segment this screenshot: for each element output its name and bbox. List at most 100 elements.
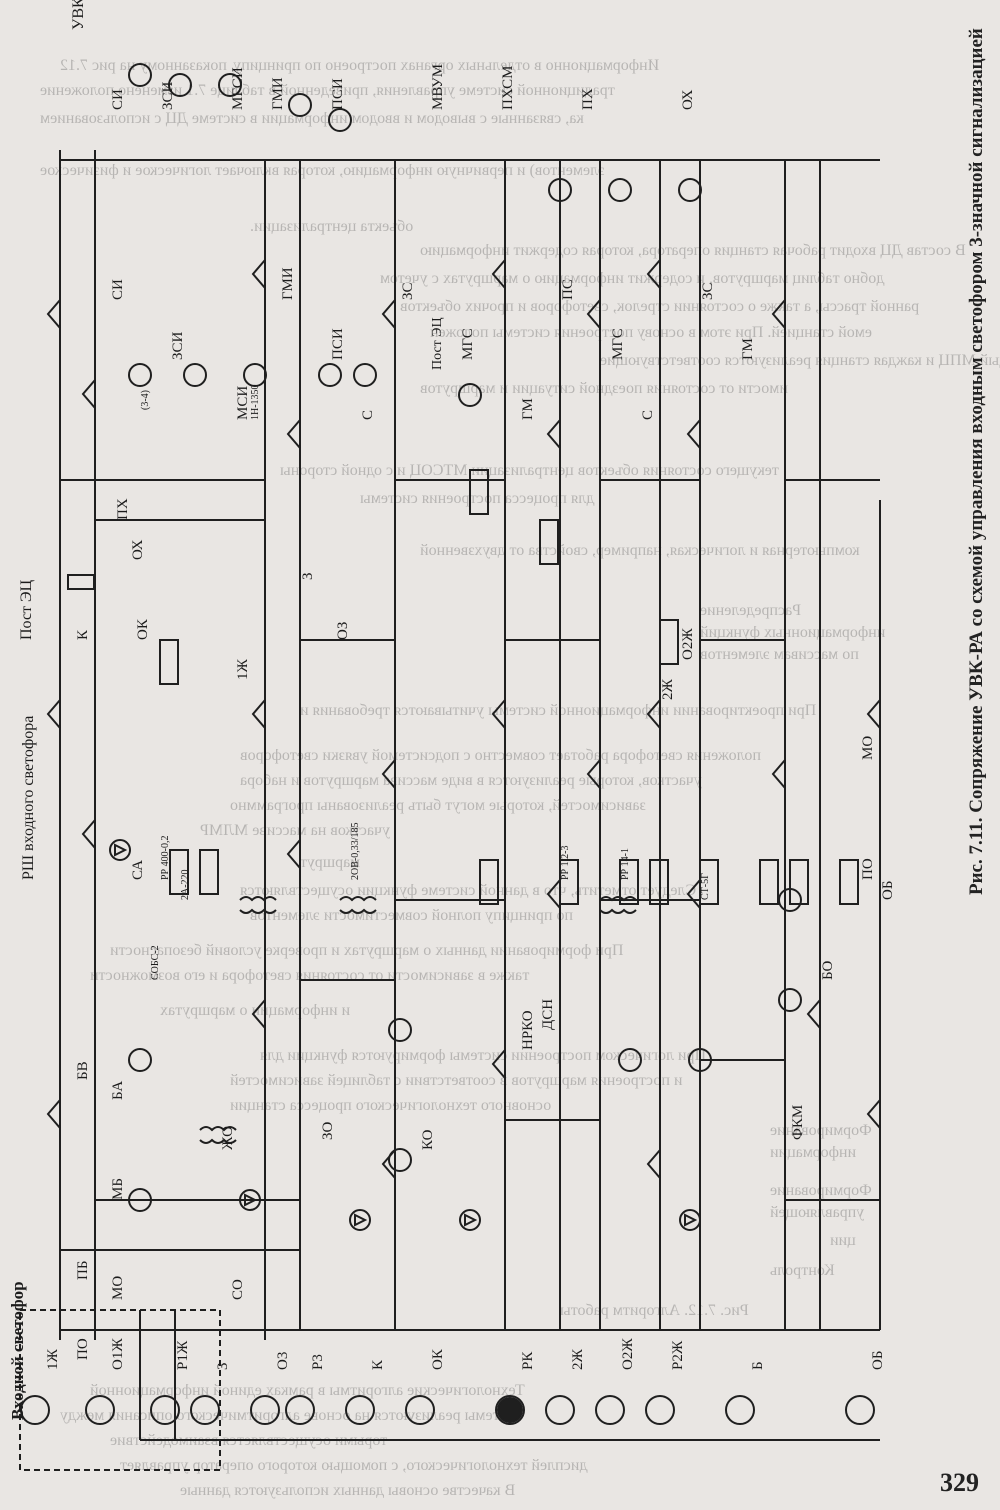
signal-lamp: [85, 1395, 115, 1425]
transformer-winding: [239, 896, 277, 902]
resistor: [759, 859, 779, 905]
relay-type-label: 2ОВ-0,33/185: [350, 822, 361, 881]
contact: [491, 259, 506, 289]
signal-lamp: [405, 1395, 435, 1425]
lamp-label: К: [370, 1359, 386, 1370]
relay-type-label: РР 400-0,2: [160, 835, 171, 880]
resistor: [169, 849, 189, 895]
resistor: [159, 639, 179, 685]
relay-label-left: ЗО: [320, 1121, 336, 1140]
relay-coil: [128, 63, 152, 87]
relay-label-mid: ПС: [560, 279, 576, 300]
resistor: [649, 859, 669, 905]
resistor: [539, 519, 559, 565]
lamp-label: 2Ж: [570, 1349, 586, 1370]
lamp-label: ОК: [430, 1349, 446, 1370]
post-ec-title: Пост ЭЦ: [18, 579, 35, 640]
resistor: [699, 859, 719, 905]
relay-label-mid: ГМ: [740, 338, 756, 360]
rsh-title: РШ входного светофора: [20, 715, 37, 880]
figure-caption-block: Рис. 7.11. Сопряжение УВК-РА со схемой у…: [962, 28, 1000, 900]
contact: [546, 419, 561, 449]
contact: [866, 1099, 881, 1129]
contact: [381, 299, 396, 329]
lamp-label: Р3: [310, 1354, 326, 1370]
relay-label-right: ФКМ: [790, 1104, 806, 1140]
relay-label-mid: С: [640, 409, 656, 420]
relay-coil: [328, 108, 352, 132]
contact: [251, 259, 266, 289]
contact: [251, 699, 266, 729]
diode: [679, 1209, 701, 1231]
relay-coil: [548, 178, 572, 202]
lamp-label: О3: [275, 1351, 291, 1370]
relay-label-mid: ЗСИ: [170, 331, 186, 360]
relay-label-right: 2Ж: [660, 679, 676, 700]
resistor: [619, 859, 639, 905]
relay-coil: [608, 178, 632, 202]
relay-label-right: 1Ж: [235, 659, 251, 680]
contact: [46, 699, 61, 729]
diode-arrow: [684, 1213, 698, 1227]
relay-type-label: РР 14-1: [620, 848, 631, 880]
relay-label-right: ОХ: [130, 539, 146, 561]
relay-label-mid: ЗС: [700, 282, 716, 300]
relay-label-top: ЗСИ: [160, 81, 176, 110]
relay-label-top: ОХ: [680, 89, 696, 111]
contact: [286, 839, 301, 869]
lamp-label: Р1Ж: [175, 1340, 191, 1370]
resistor: [839, 859, 859, 905]
lamp-label: Б: [750, 1361, 766, 1370]
signal-lamp: [545, 1395, 575, 1425]
transformer-winding: [239, 908, 277, 914]
relay-label-left: КО: [420, 1129, 436, 1150]
contact: [286, 419, 301, 449]
transformer-winding: [599, 908, 637, 914]
contact: [646, 1149, 661, 1179]
relay-coil: [288, 93, 312, 117]
signal-lamp: [250, 1395, 280, 1425]
resistor: [559, 859, 579, 905]
relay-coil: [678, 178, 702, 202]
entry-signal-title: Входной светофор: [8, 1281, 27, 1420]
lamp-label: 1Ж: [45, 1349, 61, 1370]
contact: [771, 299, 786, 329]
relay-label-left: ЖО: [220, 1126, 236, 1150]
transformer-winding: [339, 896, 377, 902]
resistor: [469, 469, 489, 515]
relay-coil: [243, 363, 267, 387]
diode: [349, 1209, 371, 1231]
contact: [646, 699, 661, 729]
contact: [586, 759, 601, 789]
relay-label-right: БО: [820, 960, 836, 980]
relay-label-top: ГМИ: [270, 77, 286, 110]
relay-label-right: ОК: [135, 619, 151, 640]
contact: [46, 299, 61, 329]
relay-coil: [353, 363, 377, 387]
contact: [491, 699, 506, 729]
relay-label-mid: ЗС: [400, 282, 416, 300]
lamp-label: О1Ж: [110, 1338, 126, 1370]
signal-lamp-filled: [497, 1397, 523, 1423]
relay-label-right: ОБ: [880, 880, 896, 900]
relay-coil: [318, 363, 342, 387]
relay-label-left: БВ: [75, 1061, 91, 1080]
relay-label-mid: МГС: [460, 328, 476, 360]
relay-label-mid: С: [360, 409, 376, 420]
relay-type-label: 2А-220: [180, 869, 191, 900]
transformer-winding: [599, 896, 637, 902]
contact: [491, 1049, 506, 1079]
relay-coil: [388, 1018, 412, 1042]
diode: [109, 839, 131, 861]
transformer-winding: [339, 908, 377, 914]
contact: [866, 699, 881, 729]
relay-label-top: ПХСМ: [500, 65, 516, 110]
transformer-winding: [199, 1138, 237, 1144]
contact: [771, 759, 786, 789]
contact: [686, 419, 701, 449]
relay-label-top: МГСИ: [230, 67, 246, 110]
relay-coil: [458, 383, 482, 407]
diode-arrow: [464, 1213, 478, 1227]
resistor: [479, 859, 499, 905]
